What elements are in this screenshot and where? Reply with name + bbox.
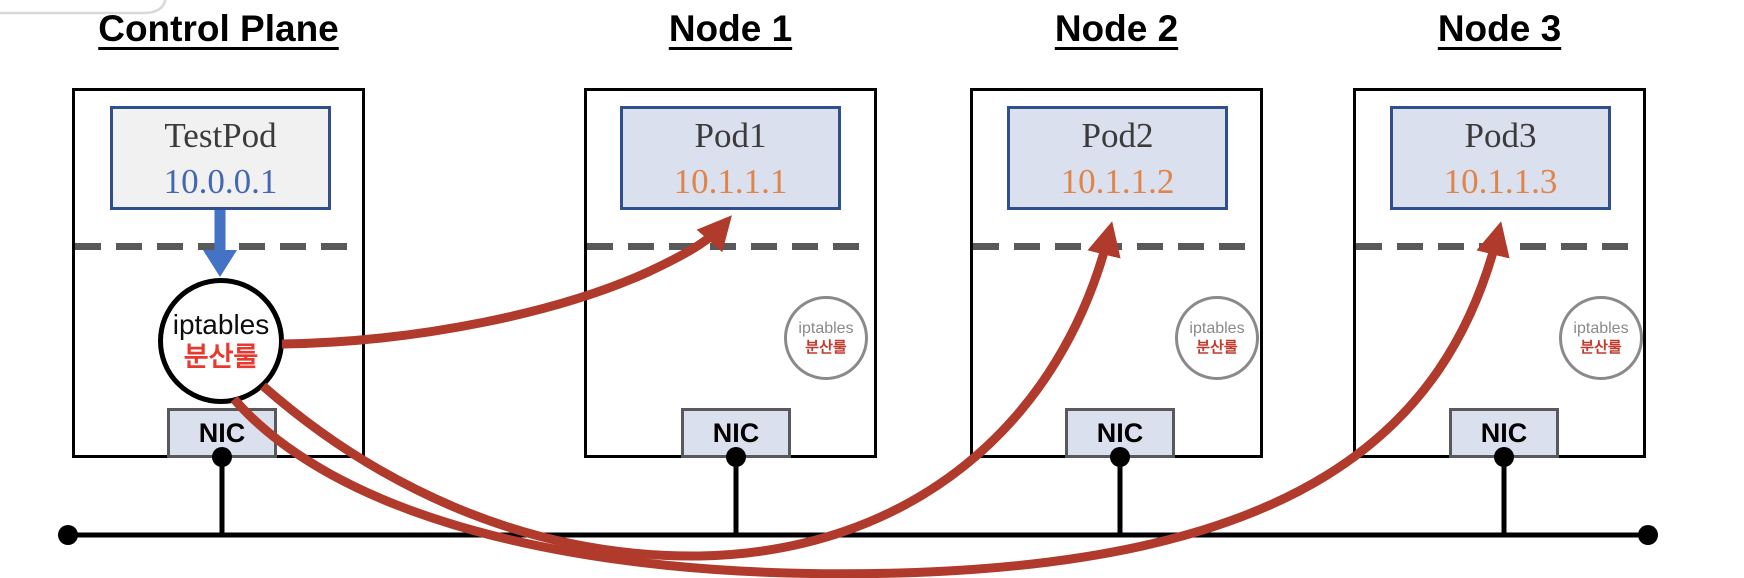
- dashed-separator-node-3: [1356, 243, 1643, 250]
- pod-name: Pod3: [1464, 116, 1537, 155]
- iptables-label: iptables: [1189, 320, 1245, 337]
- bus-endpoint-right: [1638, 525, 1658, 545]
- pod-name: Pod1: [694, 116, 767, 155]
- iptables-circle-node-1: iptables 분산룰: [784, 296, 868, 380]
- pod-name: Pod2: [1081, 116, 1154, 155]
- pod-box-pod2: Pod2 10.1.1.2: [1007, 106, 1228, 210]
- dashed-separator-node-1: [587, 243, 874, 250]
- nic-box-node-1: NIC: [681, 408, 791, 458]
- pod-ip: 10.1.1.2: [1060, 162, 1175, 201]
- title-node-3: Node 3: [1437, 8, 1562, 49]
- nic-box-node-2: NIC: [1065, 408, 1175, 458]
- distribution-rule-label: 분산룰: [1196, 339, 1238, 356]
- pod-ip: 10.1.1.1: [673, 162, 788, 201]
- pod-ip: 10.0.0.1: [163, 162, 278, 201]
- nic-box-node-3: NIC: [1449, 408, 1559, 458]
- nic-box-control-plane: NIC: [167, 408, 277, 458]
- pod-box-pod3: Pod3 10.1.1.3: [1390, 106, 1611, 210]
- dashed-separator-control-plane: [75, 243, 362, 250]
- iptables-circle-node-3: iptables 분산룰: [1559, 296, 1643, 380]
- iptables-circle-control-plane: iptables 분산룰: [158, 278, 284, 404]
- distribution-rule-label: 분산룰: [1580, 339, 1622, 356]
- title-node-1: Node 1: [668, 8, 793, 49]
- distribution-rule-label: 분산룰: [183, 342, 259, 372]
- title-node-2: Node 2: [1054, 8, 1179, 49]
- pod-ip: 10.1.1.3: [1443, 162, 1558, 201]
- bus-endpoint-left: [58, 525, 78, 545]
- distribution-rule-label: 분산룰: [805, 339, 847, 356]
- title-control-plane: Control Plane: [98, 8, 339, 49]
- iptables-label: iptables: [1573, 320, 1629, 337]
- iptables-label: iptables: [172, 309, 270, 340]
- iptables-label: iptables: [798, 320, 854, 337]
- pod-box-pod1: Pod1 10.1.1.1: [620, 106, 841, 210]
- pod-box-testpod: TestPod 10.0.0.1: [110, 106, 331, 210]
- iptables-circle-node-2: iptables 분산룰: [1175, 296, 1259, 380]
- dashed-separator-node-2: [973, 243, 1260, 250]
- pod-name: TestPod: [164, 116, 277, 155]
